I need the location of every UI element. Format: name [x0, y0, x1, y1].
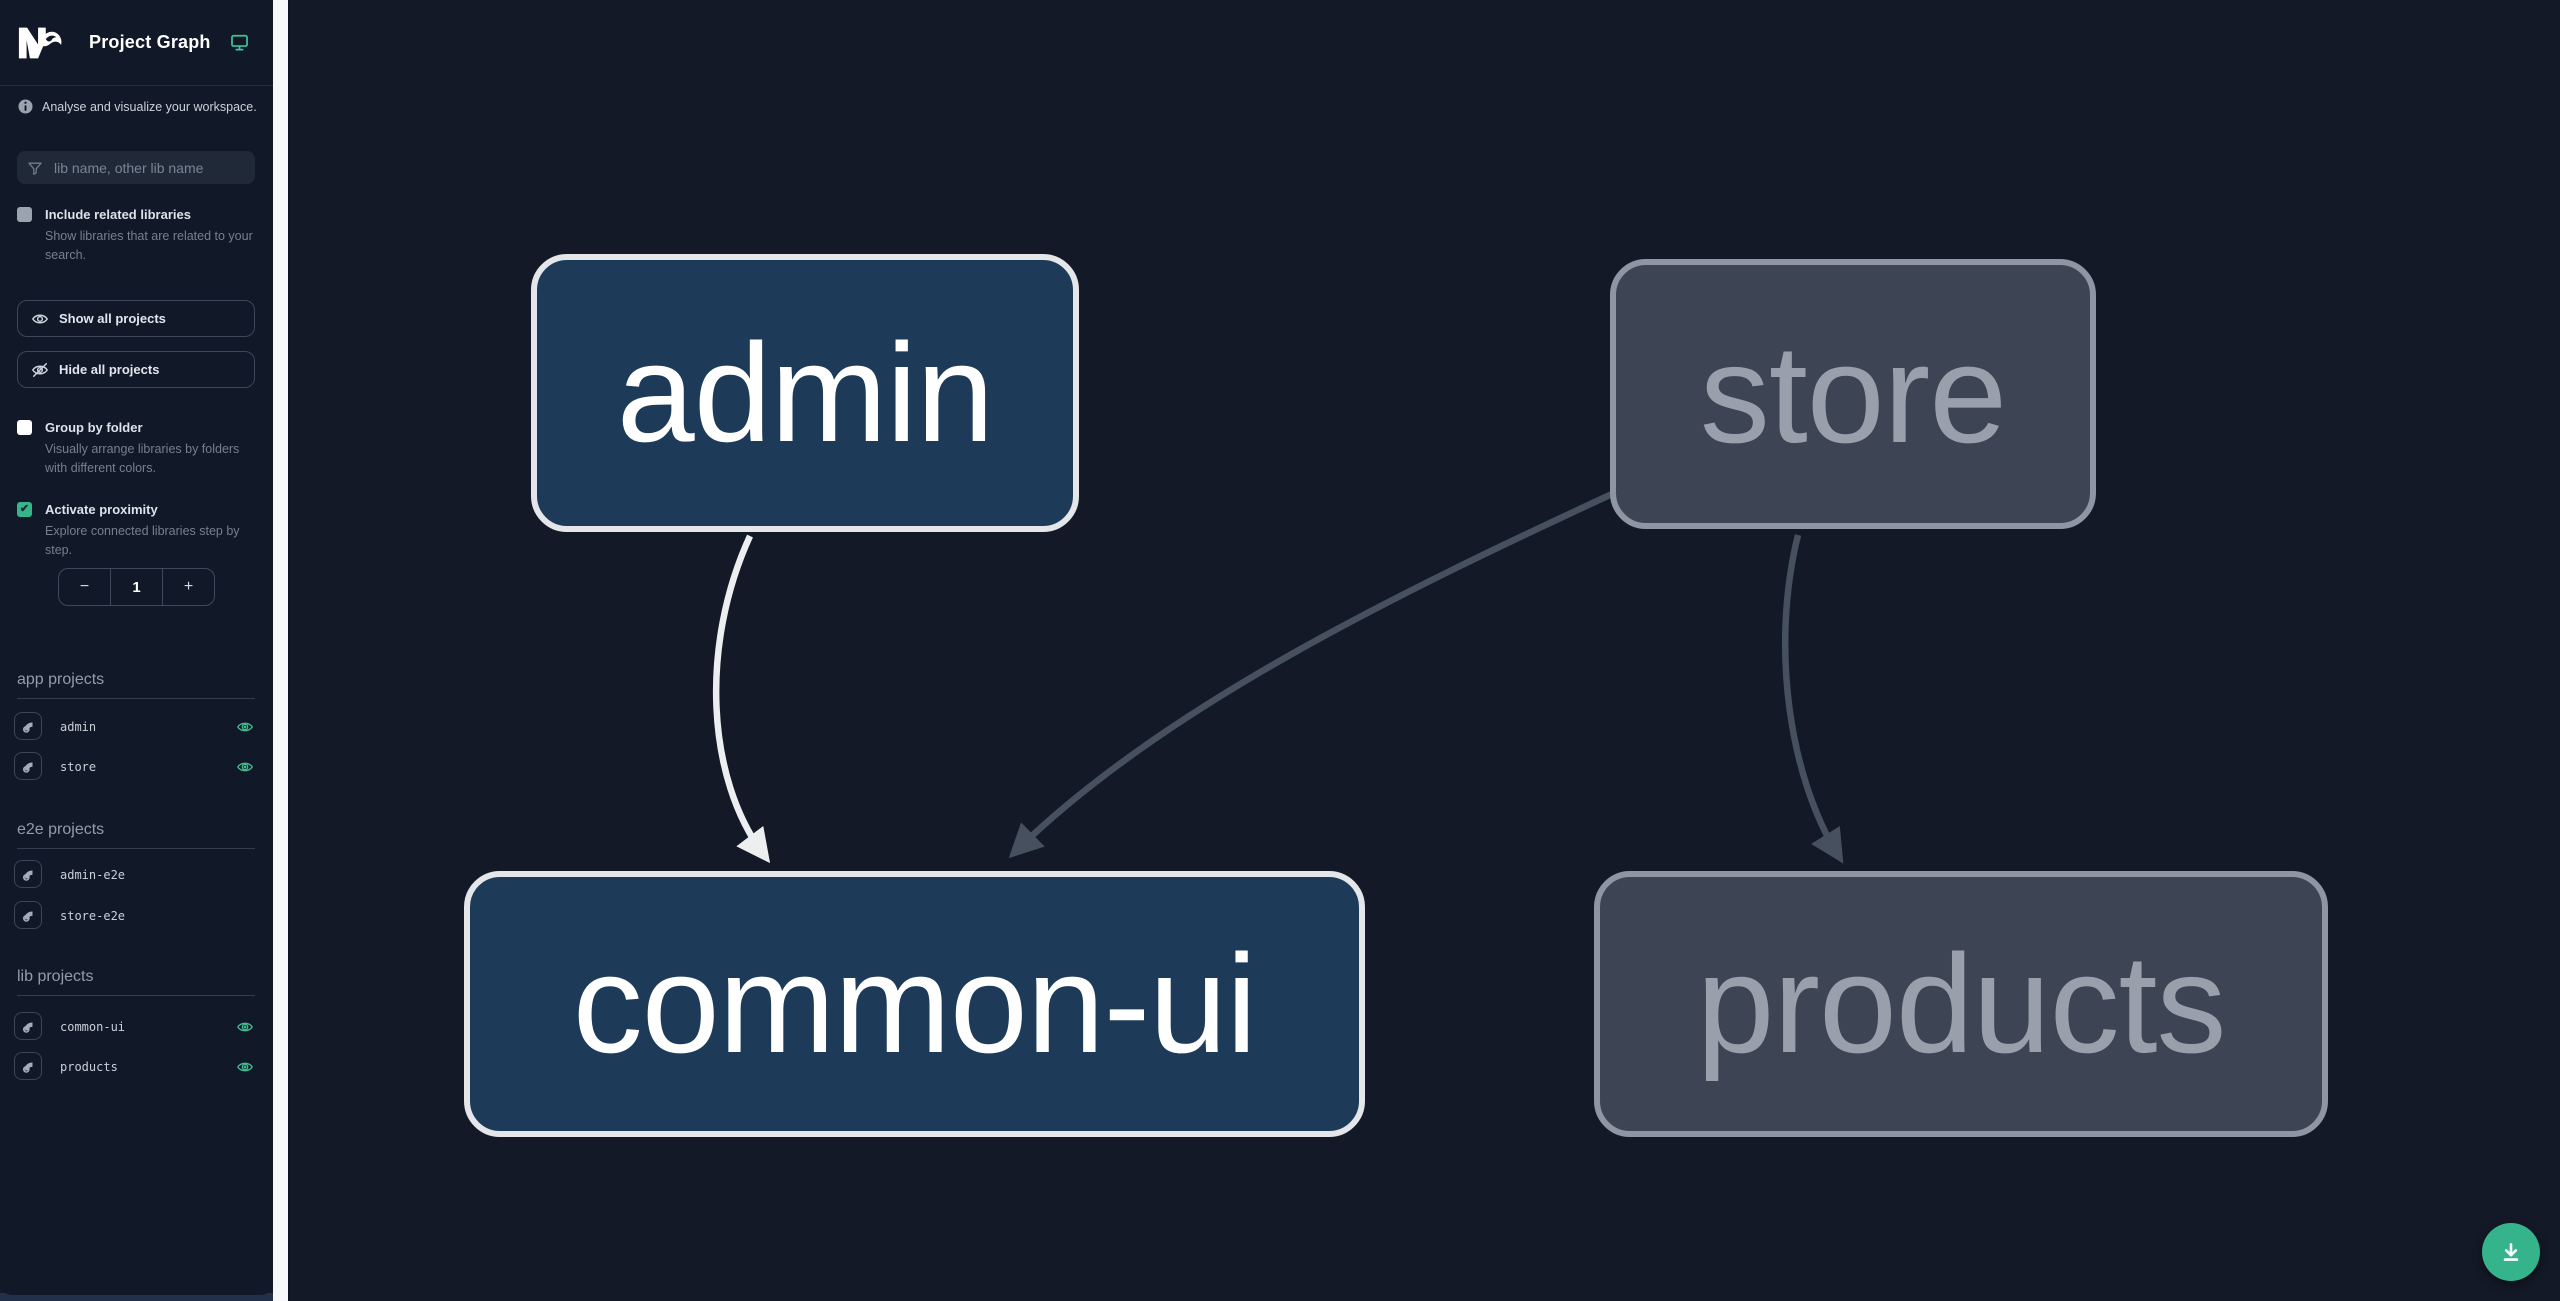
download-image-button[interactable] — [2482, 1223, 2540, 1281]
focus-icon — [22, 722, 33, 733]
project-row-admin-e2e: admin-e2e — [14, 860, 258, 890]
proximity-decrement-button[interactable]: − — [79, 578, 90, 595]
hide-all-projects-button[interactable]: Hide all projects — [17, 351, 255, 388]
focus-project-button[interactable] — [14, 1052, 42, 1080]
node-label: common-ui — [572, 925, 1257, 1082]
project-row-admin: admin — [14, 712, 258, 742]
focus-project-button[interactable] — [14, 901, 42, 929]
project-name: admin-e2e — [60, 868, 126, 882]
sidebar-header: Project Graph — [0, 0, 273, 86]
proximity-stepper: − 1 + — [58, 568, 215, 606]
search-input[interactable] — [52, 158, 245, 177]
proximity-value: 1 — [110, 569, 163, 605]
include-related-option: Include related libraries Show libraries… — [17, 206, 255, 265]
graph-node-store[interactable]: store — [1610, 259, 2096, 529]
activate-proximity-label: Activate proximity — [45, 502, 158, 517]
visibility-eye-icon[interactable] — [236, 758, 254, 776]
project-row-store: store — [14, 752, 258, 782]
workspace-info: Analyse and visualize your workspace. — [18, 99, 257, 114]
graph-node-admin[interactable]: admin — [531, 254, 1079, 532]
node-label: admin — [616, 314, 994, 471]
monitor-icon — [230, 34, 248, 51]
activate-proximity-description: Explore connected libraries step by step… — [45, 524, 240, 557]
download-icon — [2503, 1243, 2519, 1261]
eye-icon — [32, 314, 48, 323]
sidebar-bottom-strip — [0, 1293, 273, 1301]
focus-project-button[interactable] — [14, 752, 42, 780]
include-related-description: Show libraries that are related to your … — [45, 229, 253, 262]
section-header-e2e-projects: e2e projects — [17, 821, 255, 849]
project-row-common-ui: common-ui — [14, 1012, 258, 1042]
focus-icon — [22, 762, 33, 773]
graph-node-products[interactable]: products — [1594, 871, 2328, 1137]
project-name: store-e2e — [60, 909, 126, 923]
node-label: store — [1699, 315, 2007, 472]
sidebar: Project Graph Analyse and visualize your… — [0, 0, 273, 1295]
app-title: Project Graph — [89, 32, 211, 52]
show-all-projects-button[interactable]: Show all projects — [17, 300, 255, 337]
edge-store-to-products — [1781, 534, 1844, 864]
info-icon — [18, 99, 33, 114]
nx-logo-icon — [18, 27, 62, 58]
focus-icon — [22, 870, 33, 881]
activate-proximity-checkbox[interactable]: ✔ — [17, 502, 32, 517]
graph-node-common-ui[interactable]: common-ui — [464, 871, 1365, 1137]
project-name: common-ui — [60, 1020, 126, 1034]
hide-all-projects-label: Hide all projects — [59, 362, 160, 377]
project-name: store — [60, 760, 97, 774]
focus-project-button[interactable] — [14, 1012, 42, 1040]
edge-store-to-common-ui — [1008, 491, 1614, 859]
show-all-projects-label: Show all projects — [59, 311, 166, 326]
group-by-folder-option: Group by folder Visually arrange librari… — [17, 419, 255, 478]
section-header-app-projects: app projects — [17, 671, 255, 699]
group-by-folder-checkbox[interactable] — [17, 420, 32, 435]
focus-icon — [22, 1022, 33, 1033]
focus-icon — [22, 911, 33, 922]
include-related-checkbox[interactable] — [17, 207, 32, 222]
workspace-info-text: Analyse and visualize your workspace. — [42, 99, 257, 114]
include-related-label: Include related libraries — [45, 207, 191, 222]
sidebar-scrollbar[interactable] — [273, 0, 290, 1301]
project-name: admin — [60, 720, 97, 734]
focus-project-button[interactable] — [14, 712, 42, 740]
edge-admin-to-common-ui — [712, 534, 771, 864]
section-header-lib-projects: lib projects — [17, 968, 255, 996]
group-by-folder-label: Group by folder — [45, 420, 143, 435]
focus-project-button[interactable] — [14, 860, 42, 888]
project-row-products: products — [14, 1052, 258, 1082]
visibility-eye-icon[interactable] — [236, 718, 254, 736]
visibility-eye-icon[interactable] — [236, 1018, 254, 1036]
activate-proximity-option: ✔ Activate proximity Explore connected l… — [17, 501, 255, 560]
focus-icon — [22, 1062, 33, 1073]
proximity-increment-button[interactable]: + — [183, 578, 194, 595]
filter-icon — [28, 162, 42, 175]
node-label: products — [1696, 925, 2227, 1082]
project-row-store-e2e: store-e2e — [14, 901, 258, 931]
search-box — [17, 151, 255, 184]
visibility-eye-icon[interactable] — [236, 1058, 254, 1076]
group-by-folder-description: Visually arrange libraries by folders wi… — [45, 442, 240, 475]
eye-off-icon — [32, 362, 48, 377]
project-name: products — [60, 1060, 118, 1074]
